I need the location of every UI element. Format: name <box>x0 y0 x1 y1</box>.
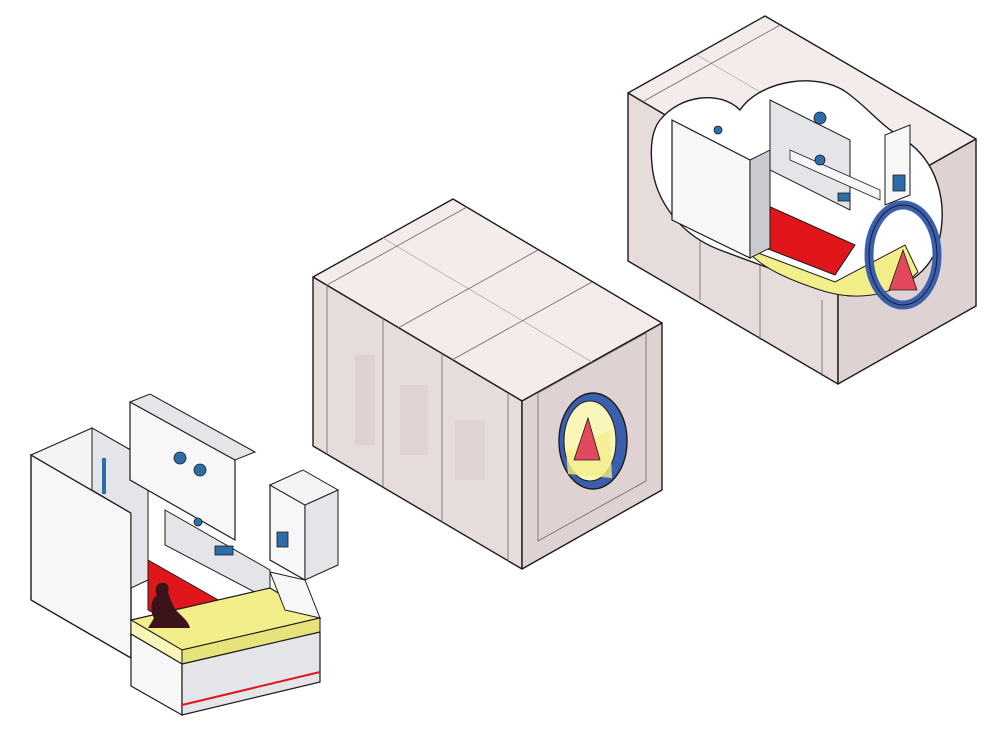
person-silhouette <box>148 582 190 628</box>
interior-cutaway <box>29 393 340 717</box>
closed-pod-ghost-shape <box>355 355 375 445</box>
sectioned-pod-shelf <box>789 149 881 201</box>
control-panel-icon <box>892 174 906 192</box>
closed-pod-top-panel-line <box>397 249 539 329</box>
closed-pod-ghost-shape <box>400 385 428 455</box>
closed-pod-ghost-shape <box>455 420 485 480</box>
control-panel-icon <box>276 531 289 548</box>
closed-pod-porthole <box>558 392 628 490</box>
right-cabinet-side <box>304 489 339 581</box>
bed-base-trim <box>181 671 321 706</box>
wall-light-icon <box>814 154 826 166</box>
wall-light-icon <box>813 111 827 125</box>
sectioned-pod-back-wall <box>769 99 851 211</box>
closed-pod-top-panel-line <box>326 206 468 286</box>
sectioned-pod-side-panel <box>884 124 911 206</box>
interior-back-wall-top <box>128 393 257 461</box>
closed-pod-right-frame <box>537 332 647 542</box>
bed-base-side <box>181 631 321 716</box>
wall-hook-icon <box>193 517 203 527</box>
sectioned-pod <box>627 15 977 385</box>
wall-hook-icon <box>713 125 723 135</box>
device-icon <box>214 545 234 556</box>
right-cabinet-top <box>268 469 340 506</box>
sectioned-pod-top-panel-line <box>643 23 783 102</box>
closed-pod-top-seam <box>382 237 593 363</box>
headboard-panel <box>269 571 321 619</box>
wall-light-icon <box>193 463 207 477</box>
sectioned-pod-porthole <box>864 200 942 310</box>
lamp-cone <box>573 416 601 461</box>
device-icon <box>837 192 851 202</box>
wall-light-icon <box>173 451 187 465</box>
closed-pod <box>312 198 663 570</box>
lamp-cone <box>888 248 918 291</box>
porthole-ring-outline <box>868 204 938 306</box>
closed-pod-top-panel-line <box>451 281 593 361</box>
sectioned-pod-cabinet-side <box>749 149 771 259</box>
